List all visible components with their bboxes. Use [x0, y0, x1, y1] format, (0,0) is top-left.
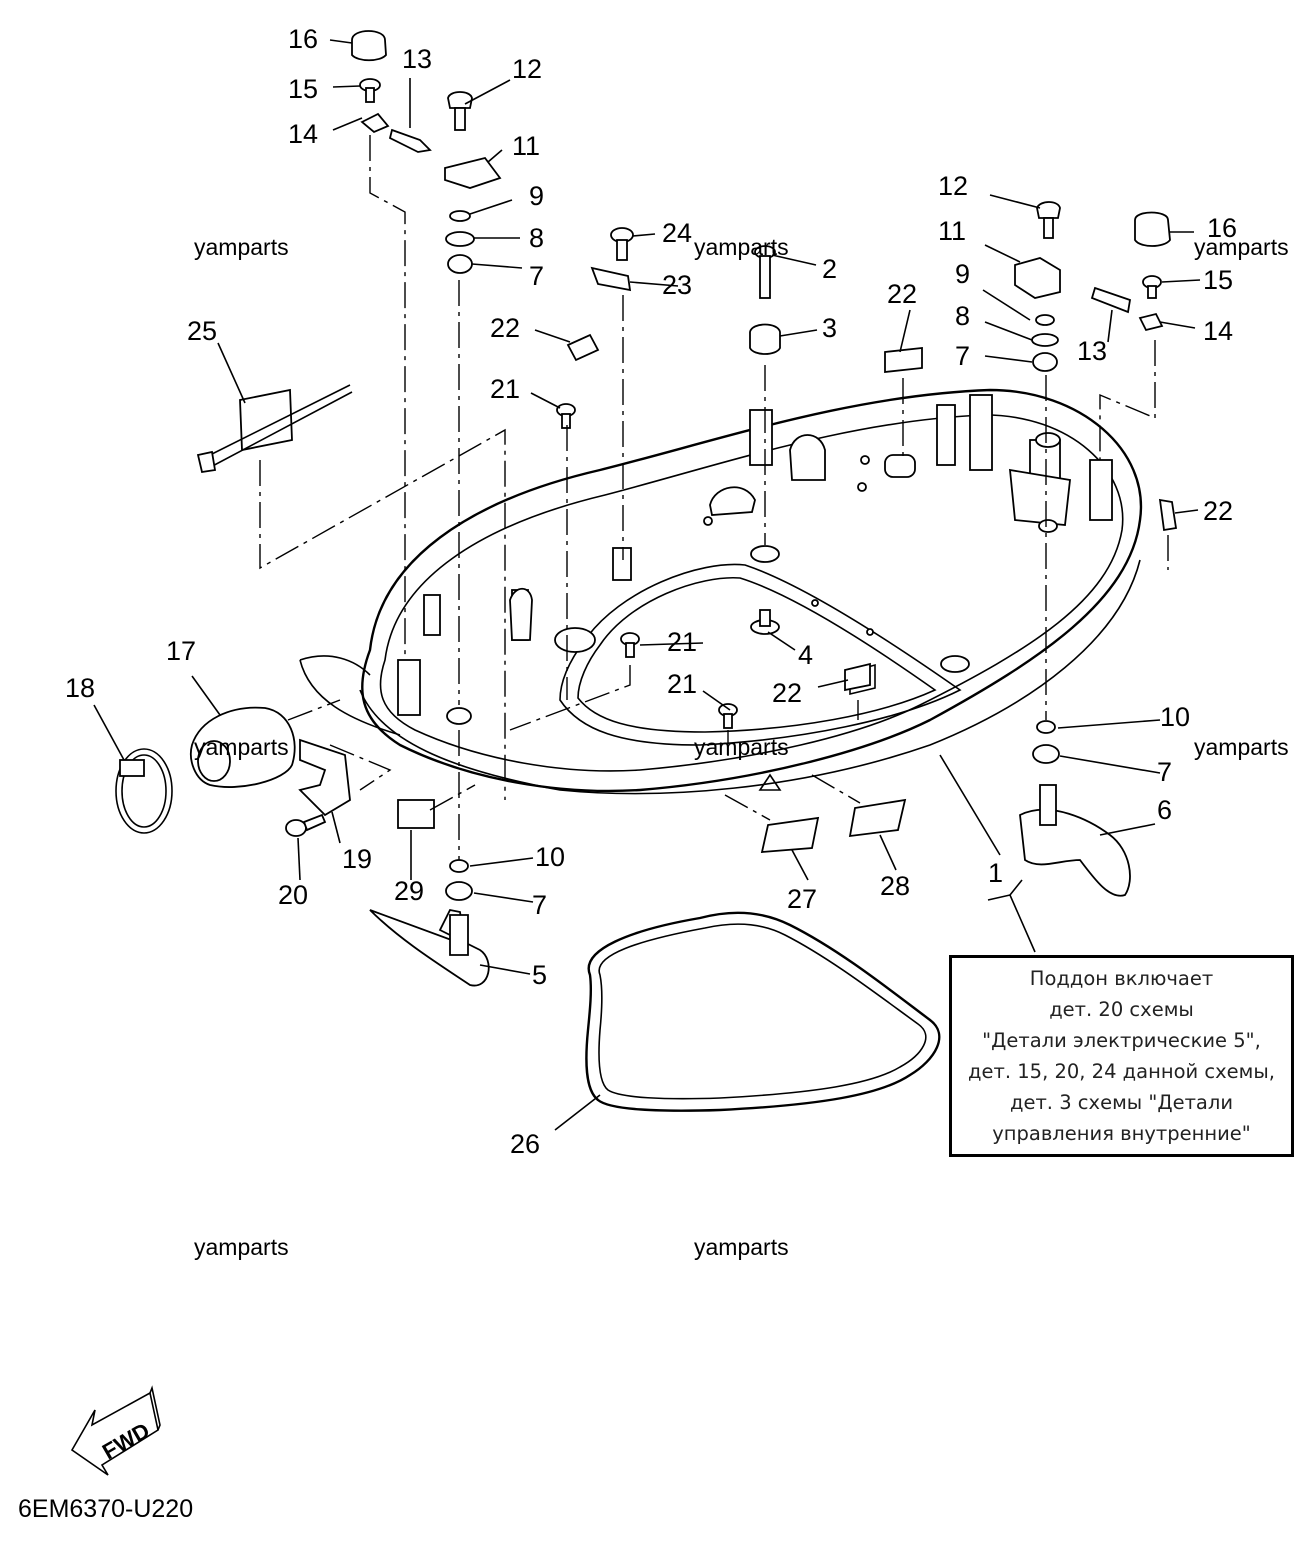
label-1: 1 [988, 858, 1003, 888]
label-22-a: 22 [490, 313, 520, 343]
label-26: 26 [510, 1129, 540, 1159]
label-8-left: 8 [529, 223, 544, 253]
label-22-d: 22 [772, 678, 802, 708]
label-22-c: 22 [1203, 496, 1233, 526]
label-9-left: 9 [529, 181, 544, 211]
watermark: yamparts [694, 734, 789, 760]
label-22-b: 22 [887, 279, 917, 309]
note-box: Поддон включает дет. 20 схемы "Детали эл… [949, 955, 1294, 1157]
label-9-right: 9 [955, 259, 970, 289]
diagram-code: 6EM6370-U220 [18, 1495, 193, 1523]
label-7-left: 7 [529, 261, 544, 291]
gasket-26 [585, 911, 941, 1112]
bottom-cowling [299, 388, 1143, 795]
fwd-label: FWD [98, 1418, 154, 1465]
label-7-right: 7 [955, 341, 970, 371]
label-19: 19 [342, 844, 372, 874]
label-7-lower-left: 7 [532, 890, 547, 920]
label-10-right: 10 [1160, 702, 1190, 732]
label-7-lower-right: 7 [1157, 757, 1172, 787]
note-line: управления внутренние" [992, 1122, 1251, 1145]
label-14-right: 14 [1203, 316, 1233, 346]
watermark: yamparts [194, 734, 289, 760]
label-15-right: 15 [1203, 265, 1233, 295]
label-5: 5 [532, 960, 547, 990]
label-24: 24 [662, 218, 692, 248]
note-line: "Детали электрические 5", [982, 1029, 1261, 1052]
label-11-right: 11 [938, 216, 966, 246]
note-line: дет. 3 схемы "Детали [1009, 1091, 1234, 1114]
label-21-a: 21 [490, 374, 520, 404]
part-number-labels: 16 15 14 13 12 11 9 8 7 24 23 2 3 22 21 … [65, 24, 1237, 1159]
label-23: 23 [662, 270, 692, 300]
label-3: 3 [822, 313, 837, 343]
label-12-left: 12 [512, 54, 542, 84]
label-11-left: 11 [512, 131, 540, 161]
note-line: Поддон включает [1029, 967, 1214, 990]
watermark: yamparts [1194, 734, 1289, 760]
label-2: 2 [822, 254, 837, 284]
label-12-right: 12 [938, 171, 968, 201]
label-6: 6 [1157, 795, 1172, 825]
label-18: 18 [65, 673, 95, 703]
watermark: yamparts [694, 234, 789, 260]
label-27: 27 [787, 884, 817, 914]
label-21-b: 21 [667, 627, 697, 657]
small-parts [115, 30, 1178, 987]
leader-lines [93, 39, 1201, 1131]
label-4: 4 [798, 640, 813, 670]
label-10-left: 10 [535, 842, 565, 872]
label-15-left: 15 [288, 74, 318, 104]
label-21-c: 21 [667, 669, 697, 699]
label-13-left: 13 [402, 44, 432, 74]
label-16-right: 16 [1207, 213, 1237, 243]
label-25: 25 [187, 316, 217, 346]
label-16-left: 16 [288, 24, 318, 54]
label-28: 28 [880, 871, 910, 901]
watermark: yamparts [1194, 234, 1289, 260]
label-8-right: 8 [955, 301, 970, 331]
note-line: дет. 20 схемы [1049, 998, 1194, 1021]
watermark: yamparts [694, 1234, 789, 1260]
label-20: 20 [278, 880, 308, 910]
fwd-arrow: FWD [70, 1385, 161, 1476]
watermark: yamparts [194, 1234, 289, 1260]
watermark: yamparts [194, 234, 289, 260]
label-29: 29 [394, 876, 424, 906]
label-13-right: 13 [1077, 336, 1107, 366]
label-17: 17 [166, 636, 196, 666]
label-14-left: 14 [288, 119, 318, 149]
note-line: дет. 15, 20, 24 данной схемы, [968, 1060, 1275, 1083]
watermarks: yamparts yamparts yamparts yamparts yamp… [194, 234, 1289, 1260]
